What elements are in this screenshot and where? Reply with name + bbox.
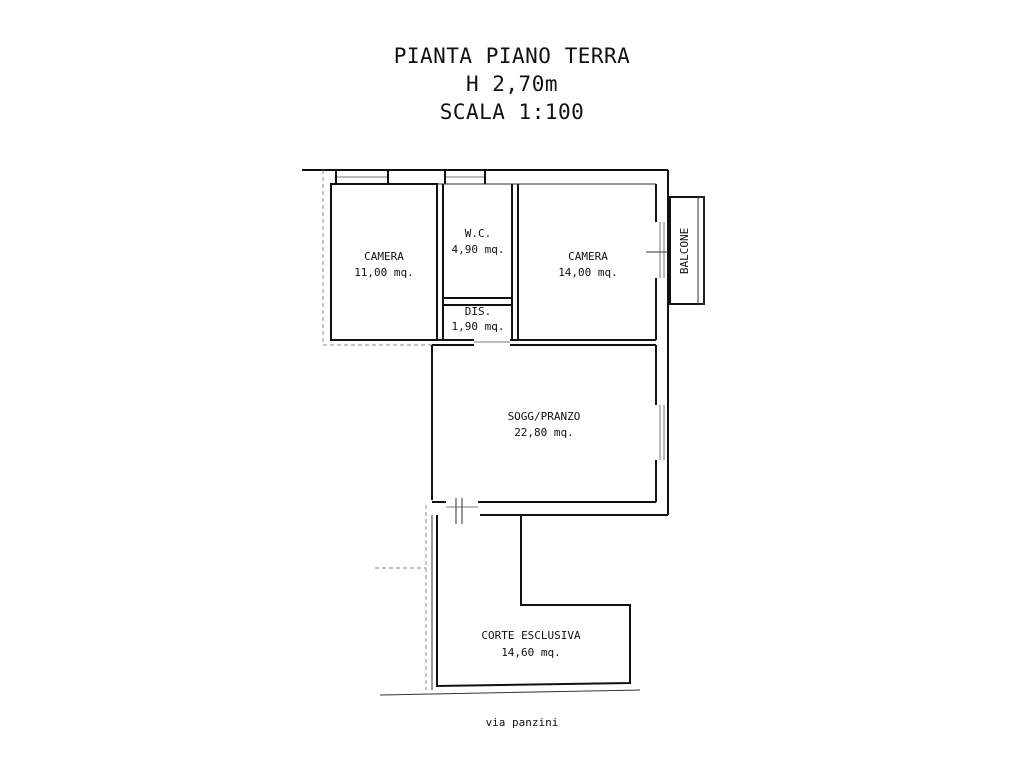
- room-area-camera-left: 11,00 mq.: [354, 266, 414, 279]
- corte-boundary: [436, 515, 631, 688]
- room-label-camera-left: CAMERA: [364, 250, 404, 263]
- room-label-balcone: BALCONE: [678, 228, 691, 274]
- plan-title: PIANTA PIANO TERRA: [393, 44, 631, 68]
- room-area-camera-right: 14,00 mq.: [558, 266, 618, 279]
- room-area-wc: 4,90 mq.: [452, 243, 505, 256]
- room-label-wc: W.C.: [465, 227, 492, 240]
- ceiling-height: H 2,70m: [465, 72, 558, 96]
- plan-scale: SCALA 1:100: [439, 100, 585, 124]
- boundary-left-upper: [322, 170, 432, 346]
- room-area-corte: 14,60 mq.: [501, 646, 561, 659]
- street-line: [379, 689, 641, 696]
- street-label: via panzini: [486, 716, 559, 729]
- room-label-dis: DIS.: [465, 305, 492, 318]
- room-label-soggiorno: SOGG/PRANZO: [508, 410, 581, 423]
- room-label-camera-right: CAMERA: [568, 250, 608, 263]
- room-area-dis: 1,90 mq.: [452, 320, 505, 333]
- room-area-soggiorno: 22,80 mq.: [514, 426, 574, 439]
- room-label-corte: CORTE ESCLUSIVA: [481, 629, 581, 642]
